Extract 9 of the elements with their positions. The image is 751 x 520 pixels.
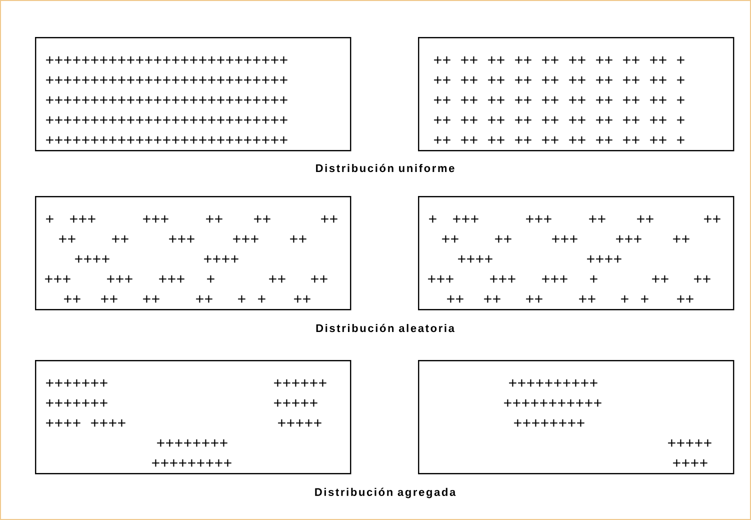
distribution-box: ++ ++ ++ ++ ++ ++ ++ ++ ++ + ++ ++ ++ ++ ++ ++ ++ ++ ++ + ++ ++ ++ ++ ++ ++ ++ ++ ++ + ++ ++ ++ ++ ++ ++ ++ ++ ++ + ++ ++ ++ ++ ++ ++ ++ ++ ++ + bbox=[418, 37, 734, 152]
distribution-box: +++++++++++++++++++++++++++ +++++++++++++++++++++++++++ +++++++++++++++++++++++++++ +++++++++++++++++++++++++++ +++++++++++++++++++++++++++ bbox=[35, 37, 352, 152]
distribution-box: ++++++++++ +++++++++++ ++++++++ +++++ ++++ bbox=[418, 360, 734, 474]
distribution-box: +++++++ ++++++ +++++++ +++++ ++++ ++++ +++++ ++++++++ +++++++++ bbox=[35, 360, 352, 474]
caption: Distribución aleatoria bbox=[316, 324, 454, 332]
caption: Distribución uniforme bbox=[316, 164, 454, 172]
distribution-box: + +++ +++ ++ ++ ++ ++ ++ +++ +++ ++ ++++ ++++ +++ +++ +++ + ++ ++ ++ ++ ++ ++ + + ++ bbox=[35, 196, 352, 310]
distribution-box: + +++ +++ ++ ++ ++ ++ ++ +++ +++ ++ ++++ ++++ +++ +++ +++ + ++ ++ ++ ++ ++ ++ + + ++ bbox=[418, 196, 734, 310]
caption: Distribución agregada bbox=[315, 488, 456, 498]
